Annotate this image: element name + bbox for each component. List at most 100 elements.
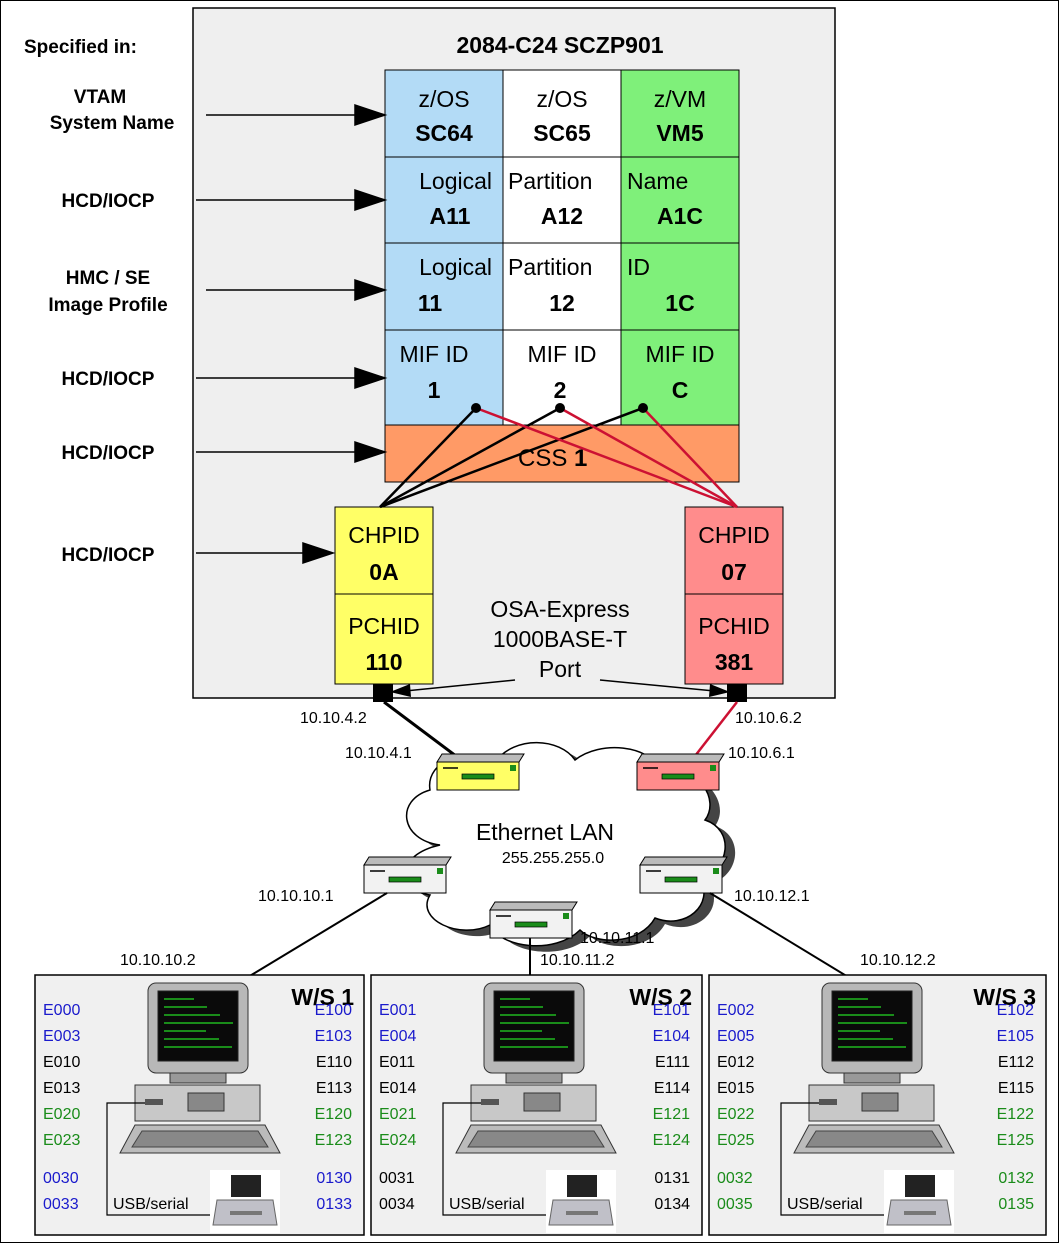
osa-label-line2: 1000BASE-T: [493, 626, 627, 652]
workstation-panel: W/S 1USB/serialE000E003E010E013E020E0230…: [34, 974, 365, 1236]
printer-icon: [884, 1170, 954, 1233]
vtam-name: SC64: [415, 120, 473, 146]
workstation-computer-icon: [455, 982, 617, 1154]
hcd-label: HCD/IOCP: [62, 443, 155, 464]
usb-serial-label: USB/serial: [449, 1196, 525, 1213]
specified-in-label: Specified in:: [24, 37, 137, 58]
chpid-box-07: [684, 506, 784, 685]
device-number: 0131: [654, 1170, 690, 1187]
device-number: E003: [43, 1028, 80, 1045]
lp-id: 12: [549, 290, 575, 316]
vtam-name: SC65: [533, 120, 591, 146]
hcd-label: HCD/IOCP: [62, 369, 155, 390]
device-number: E102: [997, 1002, 1034, 1019]
port-arrowhead: [709, 684, 730, 697]
mif-label: MIF ID: [400, 341, 469, 367]
device-number: E100: [315, 1002, 352, 1019]
device-number: E113: [316, 1080, 352, 1097]
mif-id: 2: [554, 377, 567, 403]
lp-id-word: ID: [627, 254, 650, 280]
system-title: 2084-C24 SCZP901: [456, 32, 663, 58]
usb-serial-label: USB/serial: [113, 1196, 189, 1213]
ip-right-port: 10.10.6.2: [735, 710, 802, 727]
device-number: E011: [379, 1054, 415, 1071]
workstation-computer-icon: [119, 982, 281, 1154]
lpar-col-a1c: [620, 69, 740, 426]
router-icon: [636, 753, 725, 791]
vtam-name: VM5: [656, 120, 704, 146]
mif-id: 1: [428, 377, 441, 403]
workstation-title: W/S 2: [629, 984, 692, 1010]
os-label: z/OS: [536, 86, 587, 112]
device-number: E024: [379, 1132, 416, 1149]
workstation-title: W/S 1: [291, 984, 354, 1010]
usb-serial-label: USB/serial: [787, 1196, 863, 1213]
lp-id: 1C: [665, 290, 694, 316]
chpid-value: 0A: [369, 559, 398, 585]
chpid-value: 07: [721, 559, 747, 585]
port-arrow: [394, 679, 516, 693]
device-number: 0035: [717, 1196, 753, 1213]
mif-label: MIF ID: [528, 341, 597, 367]
device-number: E105: [997, 1028, 1034, 1045]
device-number: E023: [43, 1132, 80, 1149]
pchid-value: 110: [365, 649, 402, 675]
pchid-label: PCHID: [348, 613, 420, 639]
device-number: E110: [316, 1054, 352, 1071]
port-square-right: [727, 684, 747, 702]
workstation-panel: W/S 2USB/serialE001E004E011E014E021E0240…: [370, 974, 703, 1236]
device-number: E004: [379, 1028, 416, 1045]
device-number: 0132: [998, 1170, 1034, 1187]
hcd-label: HCD/IOCP: [62, 191, 155, 212]
chpid-label: CHPID: [698, 522, 770, 548]
device-number: E122: [997, 1106, 1034, 1123]
workstation-title: W/S 3: [973, 984, 1036, 1010]
device-number: 0134: [654, 1196, 690, 1213]
device-number: E114: [654, 1080, 690, 1097]
workstation-panel: W/S 3USB/serialE002E005E012E015E022E0250…: [708, 974, 1047, 1236]
workstations: W/S 1USB/serialE000E003E010E013E020E0230…: [34, 974, 1047, 1236]
device-number: E000: [43, 1002, 80, 1019]
device-number: E125: [997, 1132, 1034, 1149]
pchid-label: PCHID: [698, 613, 770, 639]
device-number: E010: [43, 1054, 80, 1071]
vtam-label-2: System Name: [50, 113, 175, 134]
ip-right-router: 10.10.6.1: [728, 745, 795, 762]
port-arrowhead: [390, 684, 411, 697]
lan-mask: 255.255.255.0: [502, 850, 604, 867]
device-number: 0133: [316, 1196, 352, 1213]
device-number: 0135: [998, 1196, 1034, 1213]
mif-chpid-links: [379, 403, 738, 509]
osa-label-line1: OSA-Express: [490, 596, 629, 622]
os-label: z/VM: [654, 86, 706, 112]
usb-cable: [106, 1102, 210, 1216]
device-number: E121: [653, 1106, 690, 1123]
hcd-label: HCD/IOCP: [62, 545, 155, 566]
port-arrow: [599, 679, 726, 693]
lp-name-word: Logical: [419, 168, 492, 194]
chpid-box-0a: [334, 506, 434, 685]
workstation-computer-icon: [793, 982, 955, 1154]
device-number: E103: [315, 1028, 352, 1045]
lp-id: 11: [418, 290, 443, 316]
lp-name-word: Partition: [508, 168, 592, 194]
device-number: E124: [653, 1132, 690, 1149]
css-label: CSS 1: [518, 445, 587, 472]
device-number: E104: [653, 1028, 690, 1045]
mif-id: C: [672, 377, 689, 403]
lp-name: A11: [430, 203, 471, 229]
usb-cable: [780, 1102, 884, 1216]
device-number: 0031: [379, 1170, 415, 1187]
port-square-left: [373, 684, 393, 702]
device-number: E101: [653, 1002, 690, 1019]
device-number: 0130: [316, 1170, 352, 1187]
hmc-label: HMC / SE: [66, 268, 150, 289]
chpid-label: CHPID: [348, 522, 420, 548]
lp-name: A12: [541, 203, 583, 229]
ip-ws3-router: 10.10.12.1: [734, 888, 810, 905]
hmc-label-2: Image Profile: [48, 295, 167, 316]
usb-cable: [442, 1102, 546, 1216]
router-icon: [363, 856, 452, 894]
device-number: E115: [998, 1080, 1034, 1097]
